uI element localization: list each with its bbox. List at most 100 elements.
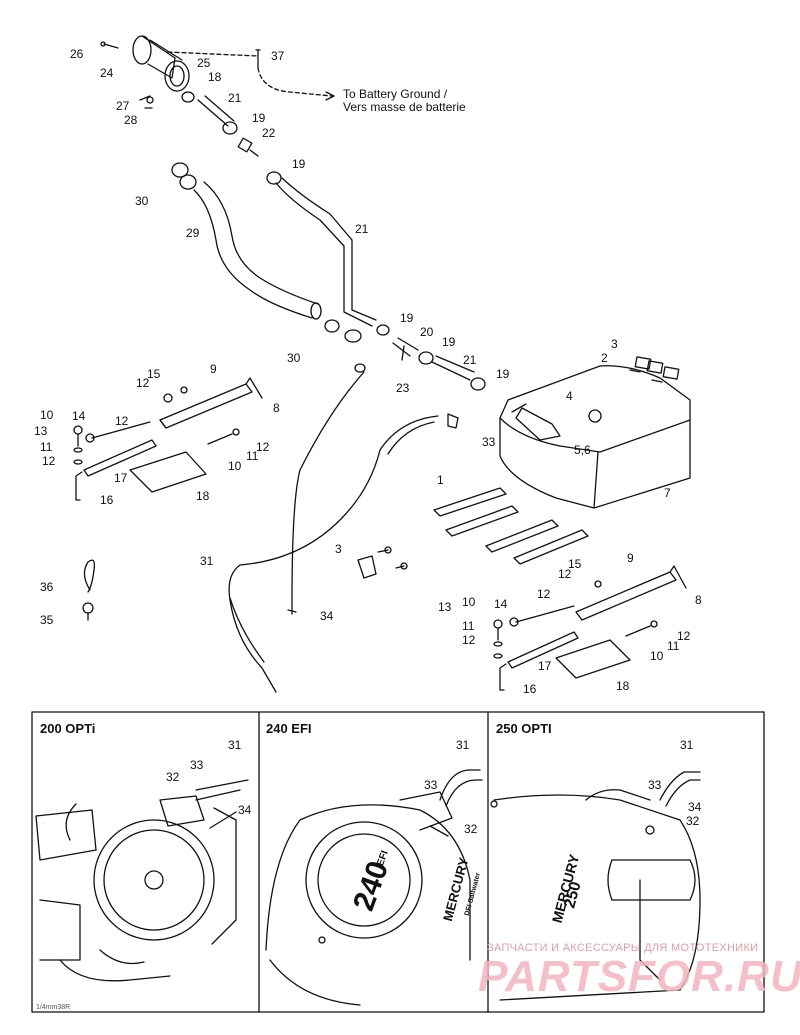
callout: 21: [355, 222, 369, 236]
tank-brackets: [629, 356, 680, 383]
callout: 30: [135, 194, 149, 208]
callout: 18: [616, 679, 630, 693]
callout: 26: [70, 47, 84, 61]
callout: 34: [320, 609, 334, 623]
callout: 12: [136, 376, 150, 390]
callout: 10: [462, 595, 476, 609]
battery-ground-note: To Battery Ground / Vers masse de batter…: [343, 88, 466, 114]
callout: 33: [648, 778, 662, 792]
callout: 5,6: [574, 443, 591, 457]
callout: 8: [273, 401, 280, 415]
callout: 27: [116, 99, 130, 113]
callout: 37: [271, 49, 285, 63]
callout: 19: [496, 367, 510, 381]
callout: 23: [396, 381, 410, 395]
callout: 13: [438, 600, 452, 614]
callout: 20: [420, 325, 434, 339]
callout: 29: [186, 226, 200, 240]
callout: 8: [695, 593, 702, 607]
fuel-lines: [228, 371, 459, 693]
cover-sub: DFI Saltwater: [464, 872, 482, 917]
callout: 11: [246, 449, 259, 463]
callout: 14: [494, 597, 508, 611]
callout: 12: [256, 440, 270, 454]
callout: 21: [463, 353, 477, 367]
watermark-subtitle: ЗАПЧАСТИ И АКСЕССУАРЫ ДЛЯ МОТОТЕХНИКИ: [487, 942, 759, 954]
callout: 16: [100, 493, 114, 507]
panel-title-250: 250 OPTI: [496, 721, 552, 736]
callout: 21: [228, 91, 242, 105]
callout: 11: [667, 639, 680, 653]
callout: 22: [262, 126, 276, 140]
ground-wire: [167, 49, 335, 101]
engine-240-efi: [265, 769, 483, 1006]
callout: 31: [200, 554, 214, 568]
fuel-tank: [499, 365, 691, 509]
callout: 31: [456, 738, 470, 752]
hose-clamps-lower: [324, 319, 486, 391]
cover-number: 240: [347, 857, 395, 915]
battery-note-line1: To Battery Ground /: [343, 87, 448, 101]
cover-sup: EFI: [375, 849, 391, 868]
callout: 17: [114, 471, 128, 485]
filler-hose: [171, 162, 322, 320]
callout: 12: [462, 633, 476, 647]
callout: 32: [166, 770, 180, 784]
callout: 19: [400, 311, 414, 325]
callout: 33: [424, 778, 438, 792]
callout: 12: [537, 587, 551, 601]
callout: 15: [147, 367, 161, 381]
callout: 9: [210, 362, 217, 376]
callout: 32: [464, 822, 478, 836]
vent-hose: [275, 177, 377, 327]
left-mount-assembly: [73, 377, 263, 501]
callout: 28: [124, 113, 138, 127]
callout: 12: [558, 567, 572, 581]
panel-title-240: 240 EFI: [266, 721, 312, 736]
callout: 34: [688, 800, 702, 814]
callout: 34: [238, 803, 252, 817]
callout: 36: [40, 580, 54, 594]
callout: 31: [680, 738, 694, 752]
callout: 14: [72, 409, 86, 423]
reference-code: 1/4mm38R: [36, 1004, 71, 1011]
tank-pads: [433, 487, 589, 565]
callout: 10: [40, 408, 54, 422]
right-mount-assembly: [493, 565, 687, 691]
callout: 32: [686, 814, 700, 828]
callout: 13: [34, 424, 48, 438]
callout: 30: [287, 351, 301, 365]
callout: 31: [228, 738, 242, 752]
engine-200-opti: [35, 779, 249, 982]
callout: 33: [190, 758, 204, 772]
callout: 9: [627, 551, 634, 565]
callout: 35: [40, 613, 54, 627]
callout: 19: [292, 157, 306, 171]
callout: 19: [252, 111, 266, 125]
callout: 2: [601, 351, 608, 365]
callout: 10: [650, 649, 664, 663]
callout: 1: [437, 473, 444, 487]
callout: 3: [611, 337, 618, 351]
callout-labels: 26 24 25 18 37 27 28 21 19 22 19 30 29 2…: [34, 47, 702, 924]
battery-note-line2: Vers masse de batterie: [343, 100, 466, 114]
callout: 18: [208, 70, 222, 84]
filler-neck: [100, 35, 190, 109]
callout: 10: [228, 459, 242, 473]
callout: 12: [42, 454, 56, 468]
callout: 7: [664, 486, 671, 500]
callout: 3: [335, 542, 342, 556]
callout: 4: [566, 389, 573, 403]
callout: 11: [40, 440, 53, 454]
panel-title-200: 200 OPTi: [40, 721, 96, 736]
cover-number-3: 250: [561, 880, 584, 910]
callout: 11: [462, 619, 475, 633]
detail-panels-frame: [31, 711, 765, 1013]
callout: 17: [538, 659, 552, 673]
callout: 12: [115, 414, 129, 428]
watermark-logo: PARTSFOR.RU: [478, 952, 800, 1001]
callout: 15: [568, 557, 582, 571]
tie-and-clip: [82, 559, 96, 621]
engine-250-opti: [490, 771, 701, 1001]
